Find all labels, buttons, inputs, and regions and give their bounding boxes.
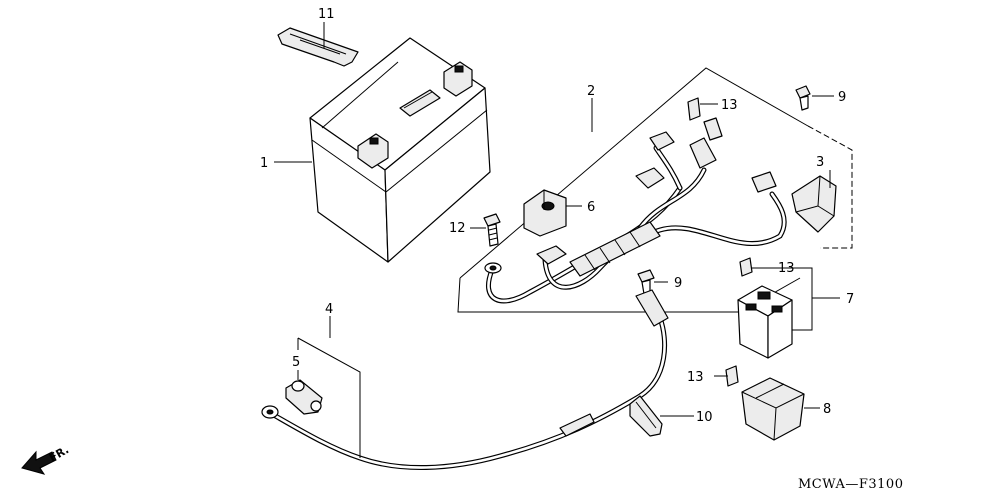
battery-cable: [261, 289, 669, 471]
callout-13: 13: [687, 370, 704, 385]
front-indicator-label: FR.: [47, 443, 71, 464]
callout-1: 1: [260, 156, 268, 171]
callout-7: 7: [846, 292, 854, 307]
diagram-code: MCWA—F3100: [798, 477, 903, 492]
callout-2: 2: [587, 84, 595, 99]
callout-10: 10: [696, 410, 713, 425]
callout-5: 5: [292, 355, 300, 370]
terminal-cover: [523, 189, 567, 237]
battery-strap: [277, 27, 359, 67]
battery: [309, 37, 491, 263]
relay-case: [741, 377, 805, 441]
callout-9: 9: [674, 276, 682, 291]
clip-13-top: [687, 97, 701, 121]
front-direction-arrow-icon: [21, 450, 57, 475]
wire-harness: [484, 117, 787, 304]
callout-3: 3: [816, 155, 824, 170]
callout-11: 11: [318, 7, 335, 22]
callout-9: 9: [838, 90, 846, 105]
callout-13: 13: [778, 261, 795, 276]
callout-4: 4: [325, 302, 333, 317]
callout-13: 13: [721, 98, 738, 113]
starter-relay-cover: [791, 175, 837, 233]
starter-relay: [737, 285, 793, 359]
leader-lines: [274, 22, 840, 458]
clip-13-mid: [739, 257, 753, 277]
bolt-12: [483, 213, 501, 247]
callout-8: 8: [823, 402, 831, 417]
screw-9-top: [795, 85, 811, 111]
clip-13-low: [725, 365, 739, 387]
callout-12: 12: [449, 221, 466, 236]
cable-band: [629, 395, 663, 437]
cable-boot: [285, 379, 323, 415]
callout-6: 6: [587, 200, 595, 215]
